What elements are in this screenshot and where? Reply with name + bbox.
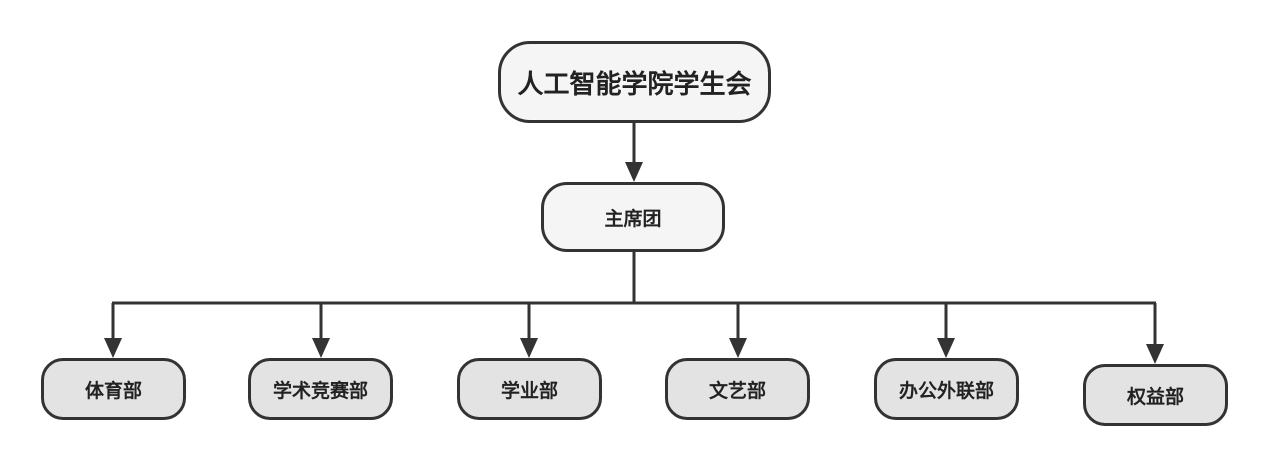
arrowhead-to-dept-1 [312, 338, 330, 358]
arrowhead-to-dept-4 [937, 338, 955, 358]
department-node-arts: 文艺部 [665, 358, 810, 420]
root-node-label: 人工智能学院学生会 [517, 69, 752, 100]
arrowhead-to-dept-0 [104, 338, 122, 358]
department-node-studies: 学业部 [457, 358, 602, 420]
department-label: 学业部 [500, 379, 558, 402]
department-label: 权益部 [1126, 385, 1184, 408]
department-label: 办公外联部 [898, 379, 994, 402]
department-node-sports: 体育部 [41, 358, 186, 420]
department-node-rights: 权益部 [1083, 364, 1228, 426]
department-label: 文艺部 [708, 379, 766, 402]
arrowhead-to-presidium [625, 162, 643, 182]
department-label: 体育部 [84, 379, 142, 402]
department-node-academic-competition: 学术竞赛部 [248, 358, 393, 420]
arrowhead-to-dept-2 [520, 338, 538, 358]
arrowhead-to-dept-3 [729, 338, 747, 358]
root-node: 人工智能学院学生会 [498, 41, 771, 123]
arrowhead-to-dept-5 [1146, 344, 1164, 364]
department-label: 学术竞赛部 [272, 379, 368, 402]
presidium-node: 主席团 [541, 182, 725, 252]
department-node-office-external-relations: 办公外联部 [874, 358, 1019, 420]
presidium-node-label: 主席团 [604, 207, 662, 230]
